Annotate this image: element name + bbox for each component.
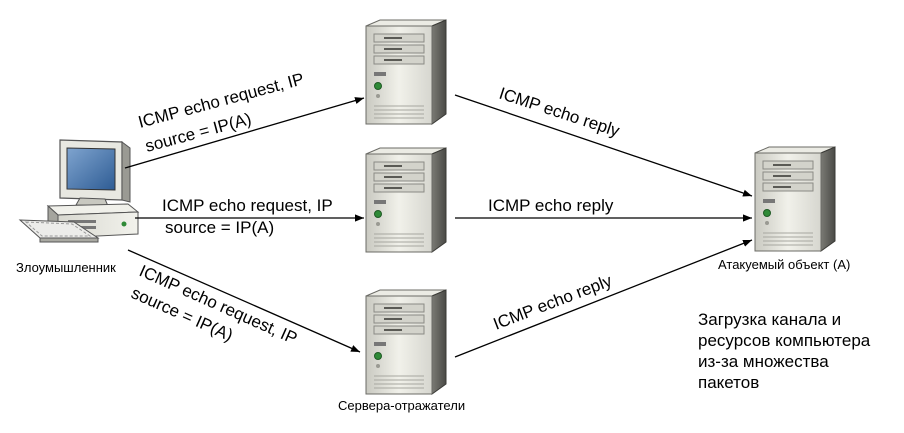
reflector-server-bottom-icon xyxy=(365,289,447,395)
impact-note: Загрузка канала и ресурсов компьютера из… xyxy=(698,309,898,393)
impact-note-line: пакетов xyxy=(698,373,760,392)
reply-arrow-top xyxy=(454,94,753,197)
reply-label-bottom: ICMP echo reply xyxy=(491,271,615,334)
impact-note-line: Загрузка канала и xyxy=(698,310,842,329)
attacker-computer-icon xyxy=(18,139,140,243)
victim-label: Атакуемый объект (А) xyxy=(718,257,850,272)
request-label-middle-line2: source = IP(A) xyxy=(165,218,274,237)
reply-label-middle: ICMP echo reply xyxy=(488,196,614,215)
impact-note-line: из-за множества xyxy=(698,352,829,371)
victim-server-icon xyxy=(754,146,836,252)
attacker-label: Злоумышленник xyxy=(16,260,116,275)
impact-note-line: ресурсов компьютера xyxy=(698,331,871,350)
reply-label-top: ICMP echo reply xyxy=(497,84,623,141)
reflector-server-middle-icon xyxy=(365,147,447,253)
request-arrow-bottom xyxy=(127,249,361,353)
reply-arrow-bottom xyxy=(454,239,753,358)
request-label-middle-line1: ICMP echo request, IP xyxy=(162,196,333,215)
reflector-server-top-icon xyxy=(365,19,447,125)
reflectors-label: Сервера-отражатели xyxy=(338,398,465,413)
request-arrow-top xyxy=(124,97,365,169)
